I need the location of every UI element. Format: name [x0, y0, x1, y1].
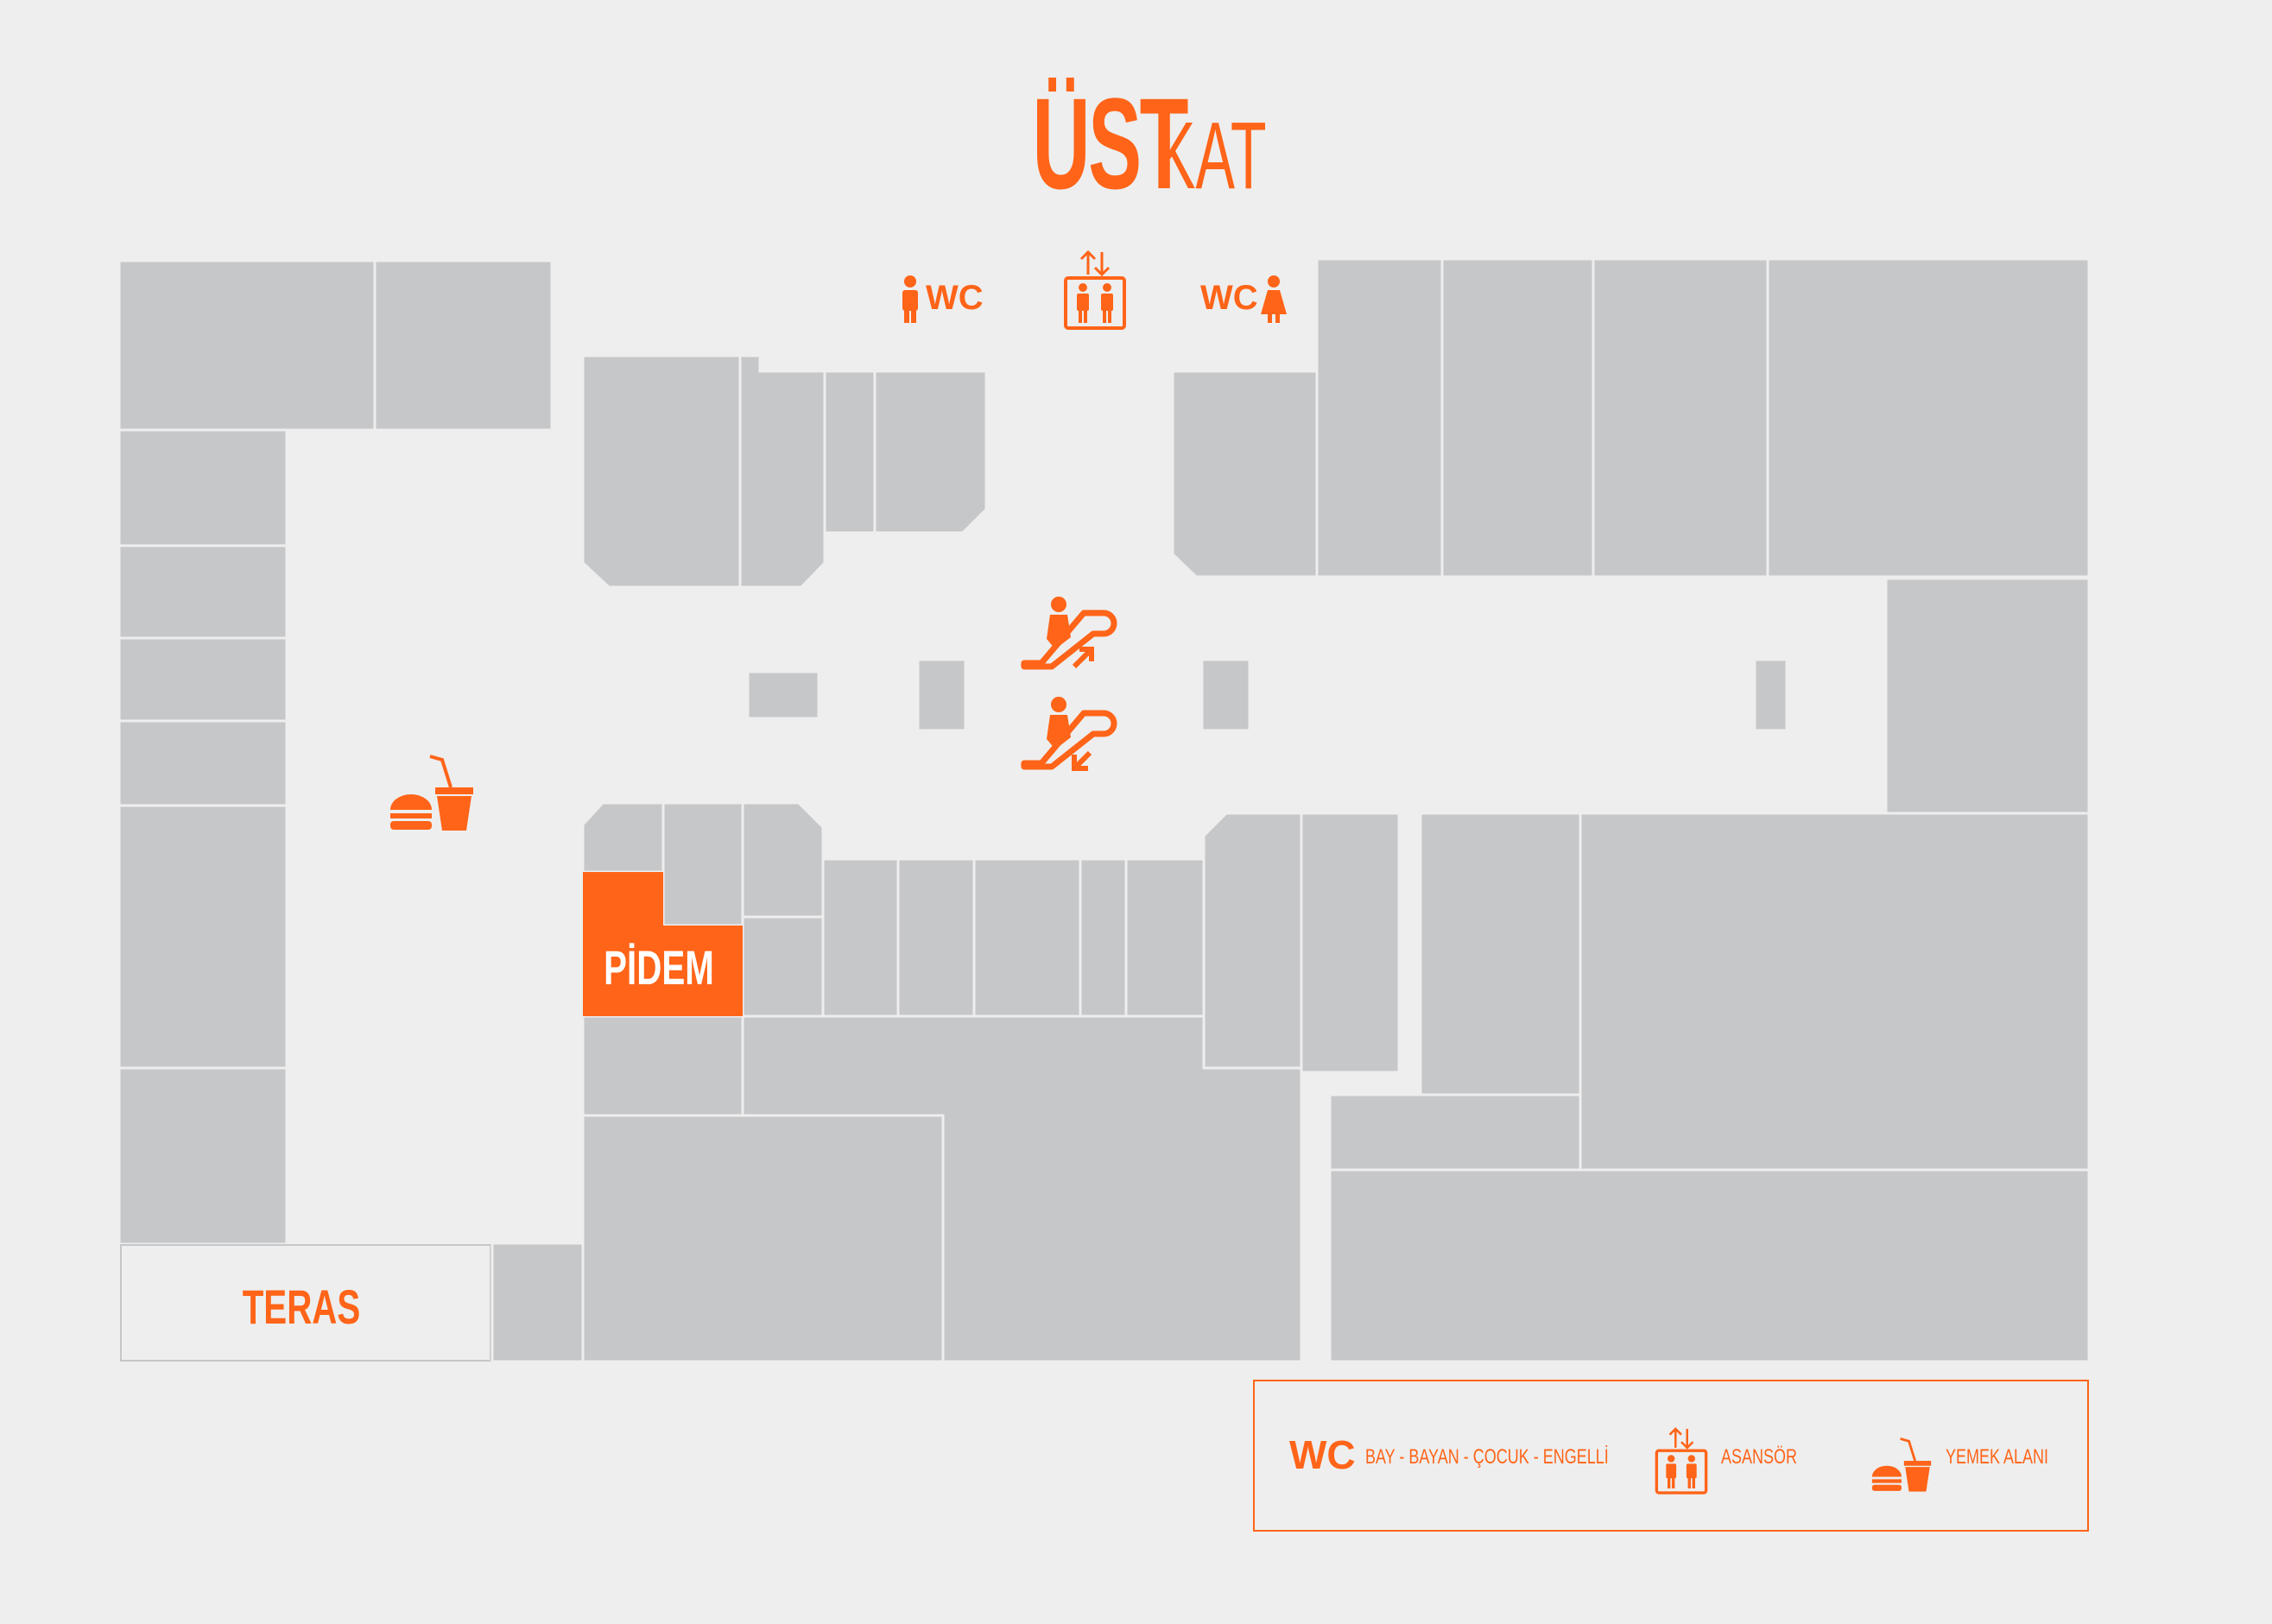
shop-unit[interactable]	[1079, 857, 1128, 1018]
escalator-up-icon[interactable]	[1021, 597, 1117, 670]
kiosk[interactable]	[916, 658, 967, 732]
kiosk[interactable]	[1753, 658, 1788, 732]
shop-unit[interactable]	[581, 1014, 744, 1117]
shop-unit[interactable]	[1766, 257, 2091, 578]
food-court-icon[interactable]	[390, 755, 473, 831]
left-block	[117, 259, 585, 1363]
legend-elevator-text: ASANSÖR	[1721, 1445, 1798, 1469]
shop-unit[interactable]	[581, 1114, 945, 1363]
escalator-down-icon[interactable]	[1021, 697, 1117, 771]
elevator-icon[interactable]	[1064, 250, 1126, 330]
shop-unit[interactable]	[581, 801, 665, 874]
pidem-label: PİDEM	[604, 942, 714, 995]
upper-middle-block	[581, 354, 988, 589]
woman-icon	[1261, 275, 1287, 323]
legend-food-text: YEMEK ALANI	[1946, 1445, 2049, 1469]
shop-unit[interactable]	[1171, 370, 1319, 578]
wc-left-label: WC	[926, 279, 984, 317]
shop-unit[interactable]	[117, 1066, 288, 1246]
legend-food-icon	[1871, 1438, 1932, 1492]
shop-unit[interactable]	[1884, 577, 2091, 815]
shop-unit[interactable]	[1440, 257, 1595, 578]
shop-unit[interactable]	[117, 719, 288, 807]
shop-unit[interactable]	[1202, 812, 1303, 1070]
legend-wc-text: BAY - BAYAN - ÇOCUK - ENGELLİ	[1365, 1445, 1609, 1469]
wc-right-label: WC	[1200, 279, 1258, 317]
shop-unit[interactable]	[661, 801, 744, 927]
terrace[interactable]	[120, 1244, 491, 1362]
shop-unit[interactable]	[117, 259, 377, 432]
shop-unit[interactable]	[117, 428, 288, 547]
legend-elevator-icon	[1655, 1427, 1708, 1494]
shop-unit[interactable]	[117, 544, 288, 640]
shop-unit[interactable]	[738, 354, 826, 589]
wc-women-icon[interactable]: WC	[1200, 275, 1287, 323]
terrace-label: TERAS	[243, 1281, 361, 1335]
kiosk[interactable]	[1200, 658, 1251, 732]
legend: WC BAY - BAYAN - ÇOCUK - ENGELLİ ASANSÖR…	[1253, 1380, 2089, 1532]
shop-unit[interactable]	[1579, 812, 2091, 1172]
kiosk[interactable]	[746, 670, 820, 720]
floor-title-main: ÜST	[1032, 71, 1189, 216]
shop-unit[interactable]	[1328, 1093, 1582, 1172]
store-pidem[interactable]	[583, 872, 743, 1016]
shop-unit[interactable]	[821, 857, 900, 1018]
shop-unit[interactable]	[490, 1242, 585, 1363]
lower-middle-block	[581, 801, 1401, 1363]
shop-unit[interactable]	[117, 804, 288, 1070]
shop-unit[interactable]	[581, 354, 742, 589]
kiosks	[746, 658, 1788, 732]
shop-unit[interactable]	[1124, 857, 1206, 1018]
shop-unit[interactable]	[972, 857, 1082, 1018]
shop-unit[interactable]	[117, 636, 288, 723]
shop-unit[interactable]	[873, 370, 988, 534]
shop-unit[interactable]	[741, 801, 825, 919]
legend-wc-symbol: WC	[1289, 1432, 1356, 1477]
wc-men-icon[interactable]: WC	[902, 275, 984, 323]
shop-unit[interactable]	[896, 857, 976, 1018]
shop-unit[interactable]	[1315, 257, 1444, 578]
shop-unit[interactable]	[1328, 1168, 2091, 1363]
shop-unit[interactable]	[373, 259, 554, 432]
shop-unit[interactable]	[1300, 812, 1401, 1074]
shop-unit[interactable]	[1592, 257, 1769, 578]
upper-right-block	[1171, 257, 2091, 815]
floor-title: ÜST KAT	[0, 69, 2272, 218]
lower-right-block	[1328, 812, 2091, 1363]
floor-title-sub: KAT	[1155, 103, 1267, 209]
man-icon	[902, 275, 918, 323]
shop-unit[interactable]	[823, 370, 877, 534]
